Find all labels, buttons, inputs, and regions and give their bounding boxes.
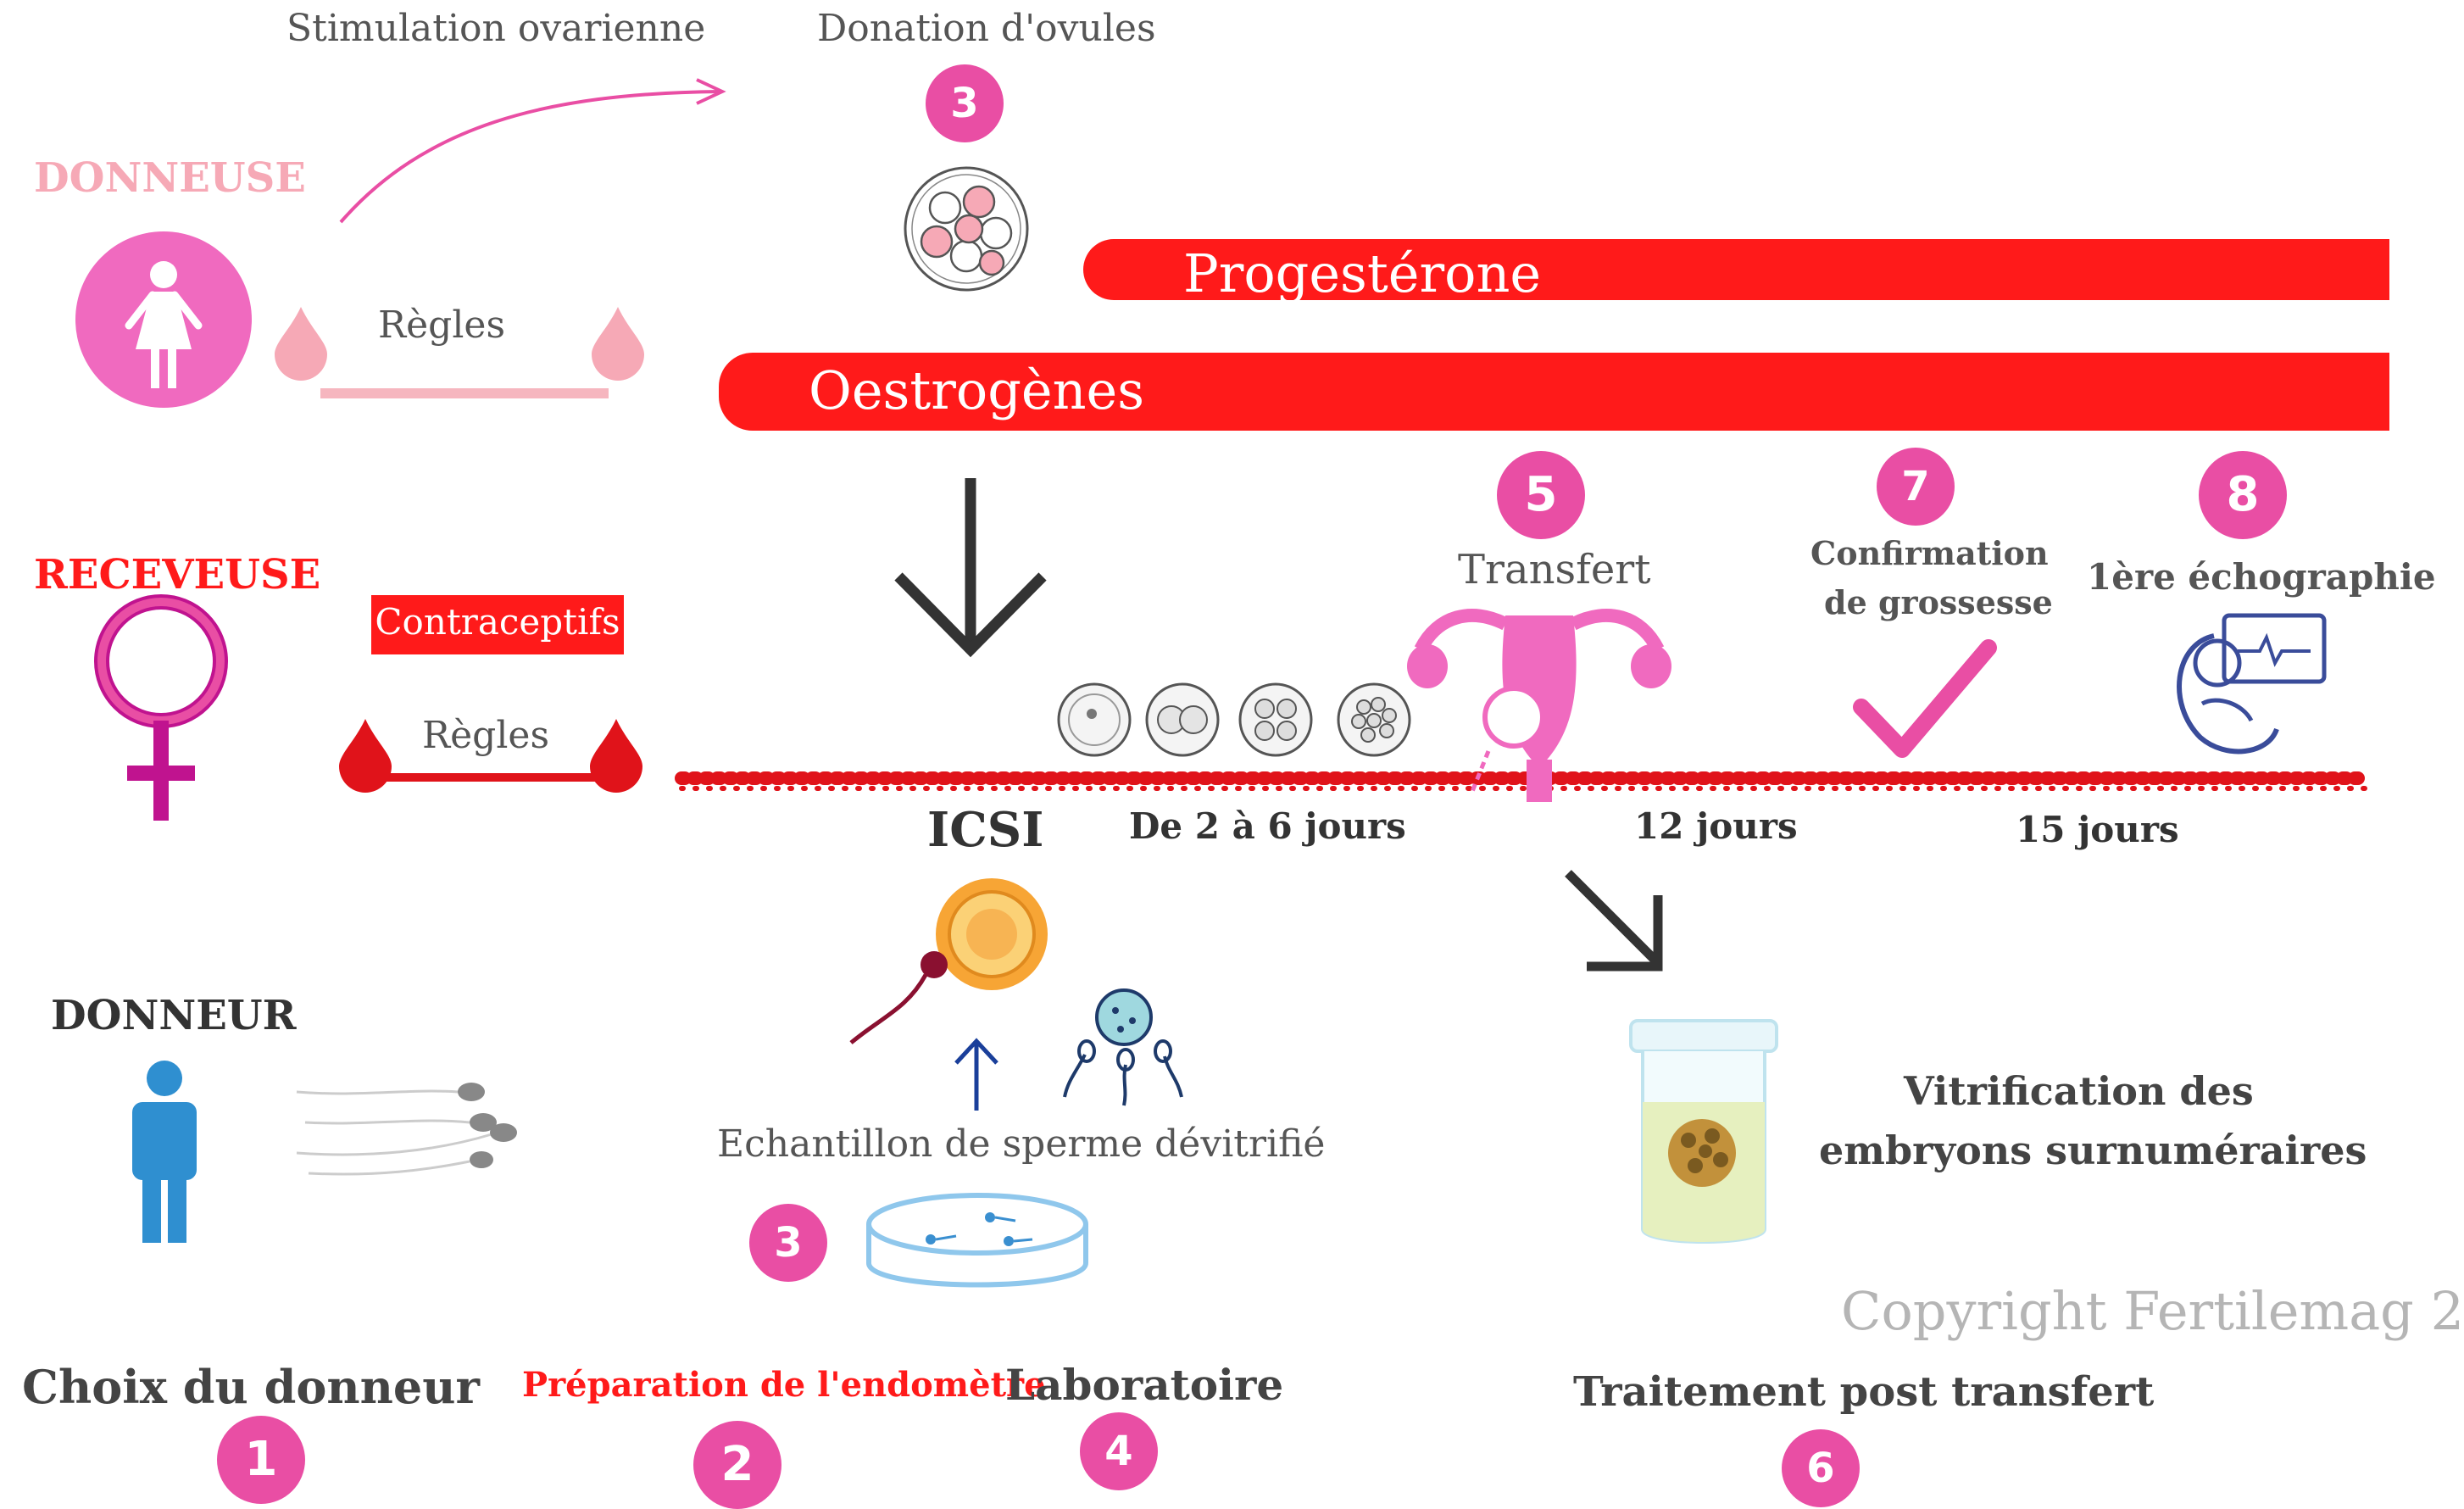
oestrogenes-label: Oestrogènes <box>809 359 1145 421</box>
step-2-badge: 2 <box>693 1421 781 1509</box>
confirmation-line1: Confirmation <box>1810 534 2049 572</box>
uterus-icon <box>1407 609 1671 802</box>
step-5-badge: 5 <box>1497 451 1585 539</box>
drop-right-receveuse-icon <box>590 719 642 793</box>
timeline-dotted-line <box>675 771 2373 791</box>
step-1-badge: 1 <box>217 1416 305 1504</box>
progesterone-bar: Progestérone <box>1083 239 2389 304</box>
transfert-label: Transfert <box>1458 546 1651 593</box>
contraceptifs-label: Contraceptifs <box>371 595 624 654</box>
ultrasound-icon <box>2177 613 2327 754</box>
checkmark-icon <box>1853 639 1997 758</box>
icsi-label: ICSI <box>927 802 1044 858</box>
vitrification-line2: embryons surnuméraires <box>1819 1128 2367 1173</box>
step-choix-label: Choix du donneur <box>22 1360 480 1414</box>
up-arrow-icon <box>954 1038 998 1111</box>
progesterone-label: Progestérone <box>1183 242 1542 304</box>
step-4-badge: 4 <box>1080 1412 1158 1490</box>
regles-donneuse-line <box>320 388 609 398</box>
embryo-stage-3-icon <box>1238 682 1313 757</box>
donation-label: Donation d'ovules <box>817 7 1156 50</box>
donneuse-label: DONNEUSE <box>34 154 306 202</box>
petri-dish-icon <box>866 1193 1088 1288</box>
step-3-badge-donation: 3 <box>926 64 1004 142</box>
sperm-cells-icon <box>296 1083 517 1176</box>
step-preparation-label: Préparation de l'endomètre <box>522 1365 1046 1405</box>
embryo-stage-4-icon <box>1337 682 1411 757</box>
days-2-6-label: De 2 à 6 jours <box>1129 805 1406 847</box>
man-icon <box>132 1061 197 1243</box>
regles-donneuse-label: Règles <box>378 303 506 347</box>
oestrogenes-bar: Oestrogènes <box>719 353 2389 431</box>
diagonal-arrow-icon <box>1565 870 1663 972</box>
step-3-badge-lab: 3 <box>749 1204 827 1282</box>
donneur-label: DONNEUR <box>51 992 297 1039</box>
sperme-label: Echantillon de sperme dévitrifié <box>717 1122 1326 1166</box>
confirmation-line2: de grossesse <box>1824 583 2053 621</box>
embryo-stage-1-icon <box>1057 682 1132 757</box>
regles-receveuse-label: Règles <box>422 714 550 757</box>
days-15-label: 15 jours <box>2016 809 2179 850</box>
receveuse-label: RECEVEUSE <box>34 551 321 599</box>
embryo-stage-2-icon <box>1145 682 1220 757</box>
step-8-badge: 8 <box>2199 451 2287 539</box>
sperm-egg-icon <box>1063 988 1183 1106</box>
copyright-text: Copyright Fertilemag 2 <box>1841 1280 2464 1342</box>
echographie-label: 1ère échographie <box>2087 556 2436 598</box>
days-12-label: 12 jours <box>1634 805 1798 847</box>
step-7-badge: 7 <box>1877 448 1955 526</box>
oocyte-icon <box>904 166 1029 292</box>
step-laboratoire-label: Laboratoire <box>1005 1360 1284 1410</box>
venus-symbol-icon <box>94 594 228 821</box>
stimulation-label: Stimulation ovarienne <box>286 7 706 50</box>
stimulation-arrow <box>339 78 726 224</box>
drop-right-donneuse-icon <box>592 307 644 381</box>
icsi-egg-icon <box>849 878 1048 1044</box>
regles-receveuse-line <box>373 773 619 782</box>
woman-icon <box>75 231 252 408</box>
step-traitement-label: Traitement post transfert <box>1573 1368 2155 1416</box>
step-6-badge: 6 <box>1782 1429 1860 1507</box>
vitrification-tube-icon <box>1629 1019 1778 1244</box>
vitrification-line1: Vitrification des <box>1904 1068 2254 1114</box>
drop-left-donneuse-icon <box>275 307 327 381</box>
down-arrow-icon <box>894 478 1047 658</box>
